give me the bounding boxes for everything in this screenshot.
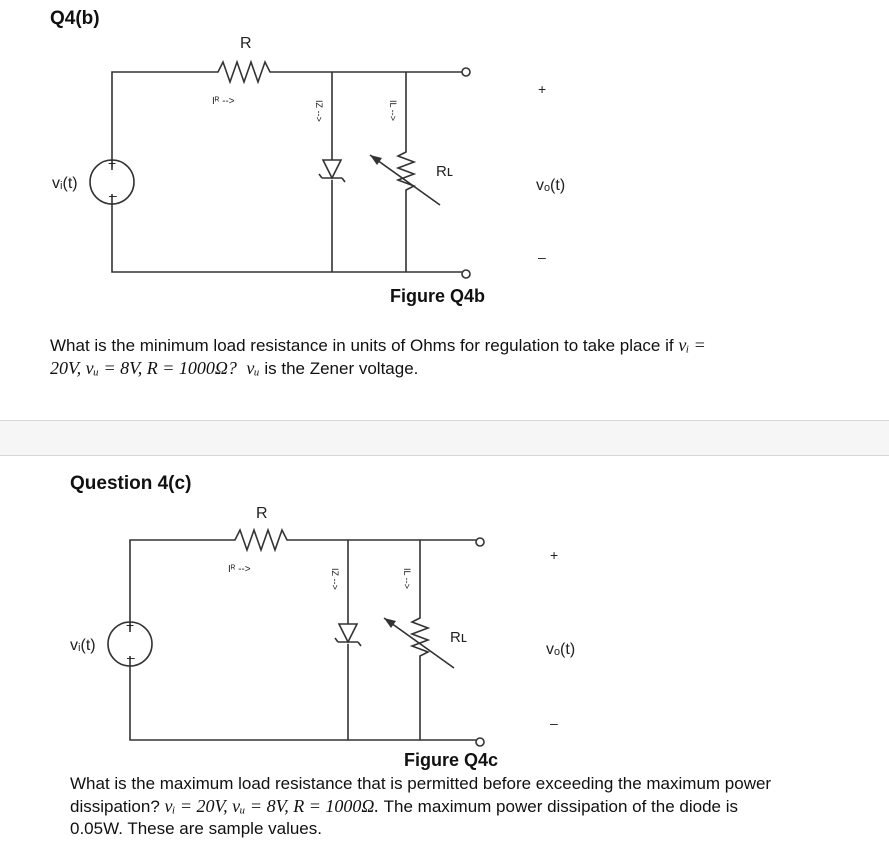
zener-diode-q4b — [321, 159, 343, 180]
section-gap — [0, 421, 889, 455]
source-plus-q4c: + — [126, 617, 134, 633]
figure-caption-q4b: Figure Q4b — [390, 286, 486, 306]
output-plus-q4b: + — [538, 81, 546, 97]
current-il-q4c: IL --> — [402, 568, 412, 589]
figure-caption-q4c: Figure Q4c — [404, 750, 499, 770]
zener-diode-q4c — [337, 623, 359, 644]
voltage-source-q4c — [107, 621, 153, 667]
current-ir-q4b: Iᴿ --> — [212, 96, 235, 107]
load-label-q4c: Rʟ — [450, 629, 467, 646]
resistor-label-q4c: R — [256, 505, 268, 522]
output-minus-q4c: – — [550, 715, 558, 731]
source-label-q4c: vᵢ(t) — [70, 637, 96, 654]
output-minus-q4b: – — [538, 249, 546, 265]
current-ir-q4c: Iᴿ --> — [228, 564, 251, 575]
resistor-label-q4b: R — [240, 35, 252, 52]
circuit-q4b: IZ --> IL --> Iᴿ --> R vᵢ(t) + – Rʟ vₒ(t… — [52, 35, 565, 279]
current-iz-q4b: IZ --> — [314, 100, 324, 122]
load-resistor-q4c — [409, 540, 431, 740]
voltage-source-q4b — [89, 159, 135, 205]
question-q4c: What is the maximum load resistance that… — [70, 774, 772, 838]
load-resistor-q4b — [395, 72, 417, 272]
circuit-q4c: IZ --> IL --> Iᴿ --> R vᵢ(t) + – Rʟ vₒ(t… — [70, 505, 575, 747]
output-plus-q4c: + — [550, 547, 558, 563]
source-minus-q4b: – — [109, 187, 117, 203]
source-label-q4b: vᵢ(t) — [52, 175, 78, 192]
source-minus-q4c: – — [127, 649, 135, 665]
output-label-q4b: vₒ(t) — [536, 177, 565, 194]
output-label-q4c: vₒ(t) — [546, 641, 575, 658]
load-label-q4b: Rʟ — [436, 163, 453, 180]
q4c-heading: Question 4(c) — [70, 473, 192, 494]
q4b-heading: Q4(b) — [50, 8, 100, 29]
current-iz-q4c: IZ --> — [330, 568, 340, 590]
current-il-q4b: IL --> — [388, 100, 398, 121]
section-divider-top — [0, 420, 889, 421]
source-plus-q4b: + — [108, 155, 116, 171]
section-divider-bottom — [0, 455, 889, 456]
question-q4b: What is the minimum load resistance in u… — [50, 335, 706, 378]
